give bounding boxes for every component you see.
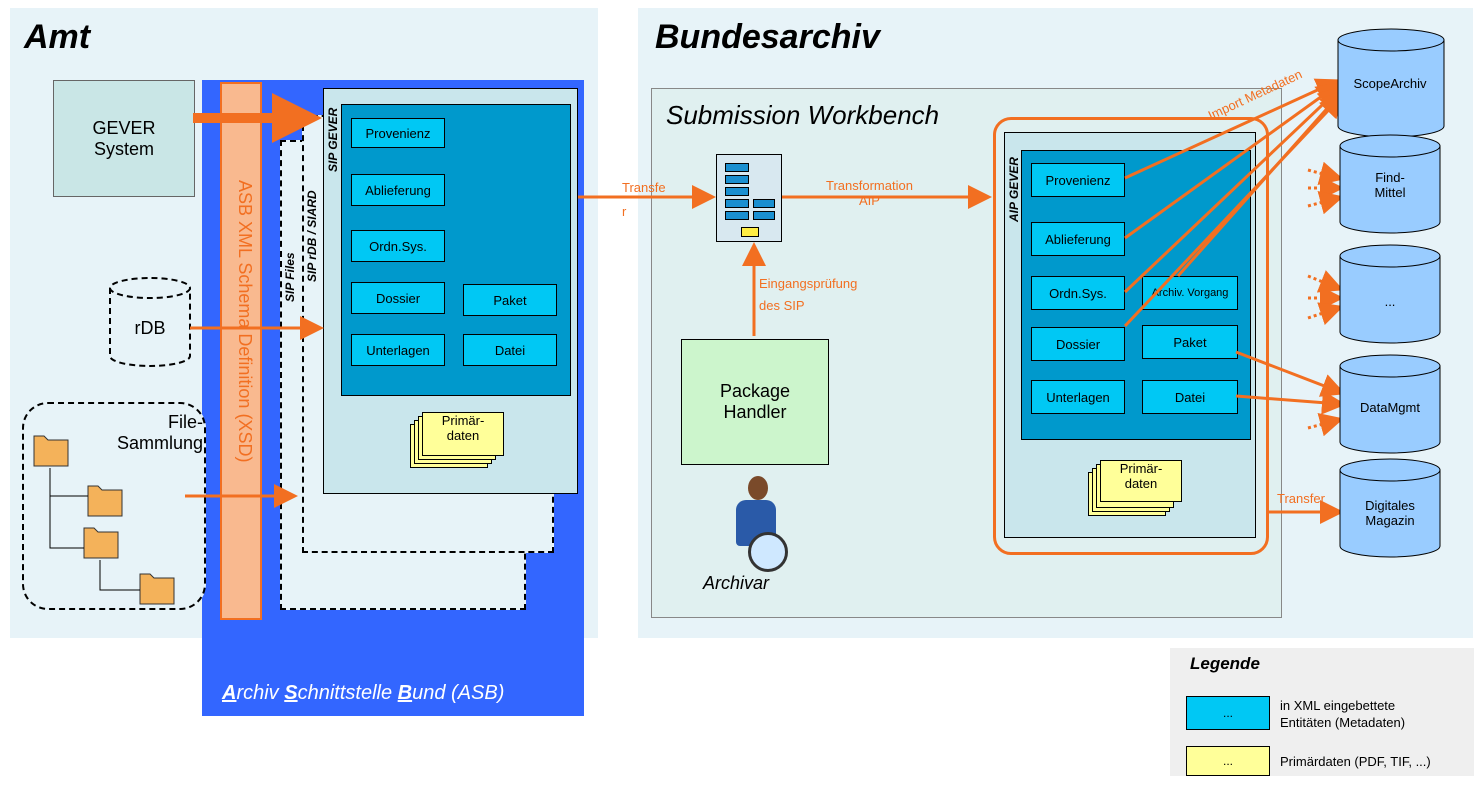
sip-primaerdaten: Primär- daten	[422, 412, 504, 456]
asb-footer-bund: und (ASB)	[412, 682, 505, 704]
import-arrows	[1123, 78, 1346, 524]
legend-entity-symbol: ...	[1186, 696, 1270, 730]
db-dots-label: ...	[1384, 294, 1396, 309]
aip-primaerdaten: Primär- daten	[1100, 460, 1182, 502]
left-arrows	[185, 93, 324, 508]
bundesarchiv-title: Bundesarchiv	[655, 18, 880, 56]
asb-footer: Archiv Schnittstelle Bund (ASB)	[222, 682, 504, 705]
package-handler-label: Package Handler	[719, 381, 791, 422]
form-icon	[716, 154, 782, 242]
xsd-bar	[220, 82, 262, 620]
aip-entity-ordnsys: Ordn.Sys.	[1031, 276, 1125, 310]
db-cylinders	[1337, 28, 1445, 558]
aip-entity-paket: Paket	[1142, 325, 1238, 359]
aip-entity-provenienz: Provenienz	[1031, 163, 1125, 197]
sip-entity-paket: Paket	[463, 284, 557, 316]
aip-entity-datei: Datei	[1142, 380, 1238, 414]
transfer-right-label: Transfer	[1277, 491, 1325, 506]
sip-entity-ablieferung: Ablieferung	[351, 174, 445, 206]
rdb-label: rDB	[134, 318, 166, 338]
aip-entity-dossier: Dossier	[1031, 327, 1125, 361]
file-sammlung-label: File- Sammlung	[116, 412, 203, 453]
gever-system-label: GEVER System	[92, 117, 156, 159]
folder-tree-lines	[49, 468, 140, 591]
aip-entity-ablieferung: Ablieferung	[1031, 222, 1125, 256]
transformation-label: Transformation AIP	[826, 178, 913, 208]
rdb-cylinder	[109, 277, 191, 367]
asb-footer-schnittstelle: chnittstelle	[297, 682, 398, 704]
legend-primary-symbol: ...	[1186, 746, 1270, 776]
legend-title: Legende	[1190, 654, 1260, 673]
sip-entity-dossier: Dossier	[351, 282, 445, 314]
legend-primary-text: Primärdaten (PDF, TIF, ...)	[1280, 754, 1431, 769]
db-digitales-magazin-label: Digitales Magazin	[1365, 498, 1415, 528]
amt-title: Amt	[24, 18, 91, 56]
package-handler-box: Package Handler	[681, 339, 829, 465]
sip-entity-provenienz: Provenienz	[351, 118, 445, 148]
sip-entity-unterlagen: Unterlagen	[351, 334, 445, 366]
dotted-arrows	[1307, 161, 1344, 437]
asb-footer-a: A	[222, 682, 237, 704]
eingangspruefung-label: Eingangsprüfung des SIP	[759, 276, 858, 313]
db-scopearchiv-label: ScopeArchiv	[1353, 76, 1427, 91]
asb-footer-s: S	[284, 682, 298, 704]
folder-icon	[33, 435, 175, 605]
gever-system-box: GEVER System	[53, 80, 195, 197]
sip-entity-datei: Datei	[463, 334, 557, 366]
db-findmittel-label: Find- Mittel	[1374, 170, 1406, 200]
archivar-label: Archivar	[703, 573, 770, 593]
submission-workbench-title: Submission Workbench	[666, 100, 940, 130]
transfer-label: Transfe r	[622, 180, 666, 219]
asb-footer-b: B	[397, 682, 413, 704]
legend-entity-text: in XML eingebettete Entitäten (Metadaten…	[1280, 698, 1406, 730]
aip-entity-unterlagen: Unterlagen	[1031, 380, 1125, 414]
workflow-arrows	[578, 185, 992, 336]
db-datamgmt-label: DataMgmt	[1360, 400, 1420, 415]
sip-entity-ordnsys: Ordn.Sys.	[351, 230, 445, 262]
aip-frame	[993, 117, 1269, 555]
archivar-figure	[720, 470, 800, 578]
asb-footer-archiv: rchiv	[236, 682, 285, 704]
